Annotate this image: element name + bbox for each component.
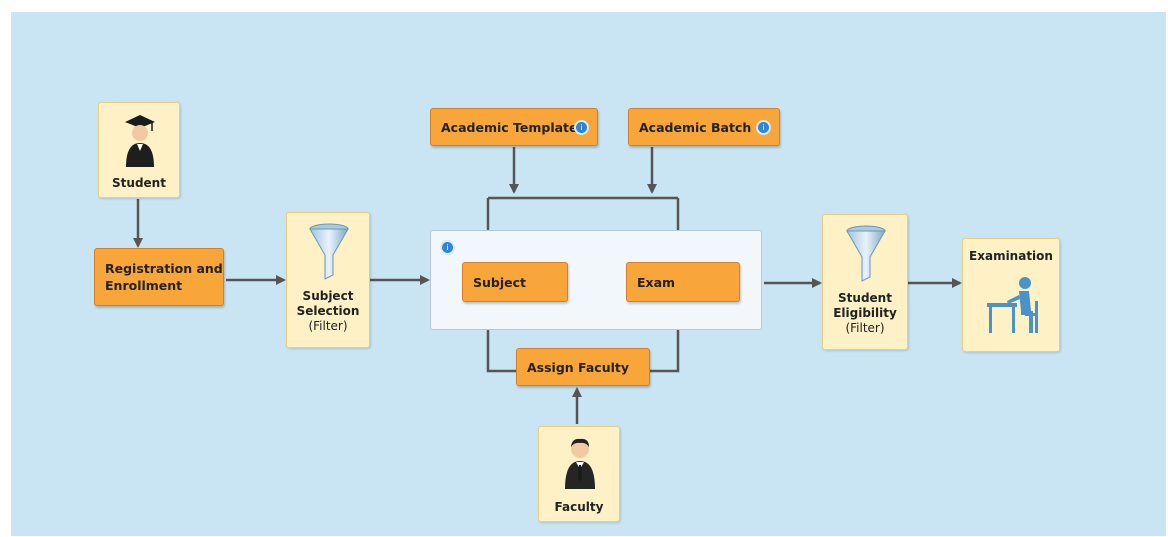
student-eligibility-line-3: (Filter)	[845, 321, 885, 335]
faculty-label: Faculty	[554, 500, 604, 514]
examination-label: Examination	[969, 249, 1053, 263]
student-node[interactable]: Student	[98, 102, 180, 198]
academic-template-label: Academic Template	[441, 119, 578, 135]
student-eligibility-line-2: Eligibility	[833, 306, 897, 320]
subject-box[interactable]: Subject	[462, 262, 568, 302]
examination-node[interactable]: Examination	[962, 238, 1060, 352]
graduate-user-icon	[125, 115, 155, 167]
exam-label: Exam	[637, 274, 676, 290]
assign-faculty-box[interactable]: Assign Faculty	[516, 348, 650, 386]
registration-enrollment-label: Registration and Enrollment	[105, 261, 223, 293]
registration-enrollment-box[interactable]: Registration and Enrollment	[94, 248, 224, 306]
subject-label: Subject	[473, 274, 526, 290]
subject-selection-line-2: Selection	[296, 304, 360, 318]
student-label: Student	[112, 176, 166, 190]
academic-batch-label: Academic Batch	[639, 119, 752, 135]
info-badge-icon[interactable]: i	[440, 240, 455, 255]
exam-box[interactable]: Exam	[626, 262, 740, 302]
student-eligibility-filter-node[interactable]: Student Eligibility (Filter)	[822, 214, 908, 350]
funnel-icon	[309, 223, 349, 280]
subject-selection-line-1: Subject	[302, 289, 354, 303]
student-eligibility-line-1: Student	[838, 291, 892, 305]
academic-template-box[interactable]: Academic Template	[430, 108, 598, 146]
faculty-node[interactable]: Faculty	[538, 426, 620, 522]
funnel-icon	[846, 225, 886, 282]
assign-faculty-label: Assign Faculty	[527, 359, 629, 375]
academic-batch-box[interactable]: Academic Batch	[628, 108, 780, 146]
subject-selection-filter-node[interactable]: Subject Selection (Filter)	[286, 212, 370, 348]
person-at-desk-icon	[987, 277, 1038, 333]
subject-selection-line-3: (Filter)	[308, 319, 348, 333]
businessman-user-icon	[565, 438, 595, 489]
info-badge-icon[interactable]: i	[574, 120, 589, 135]
info-badge-icon[interactable]: i	[756, 120, 771, 135]
